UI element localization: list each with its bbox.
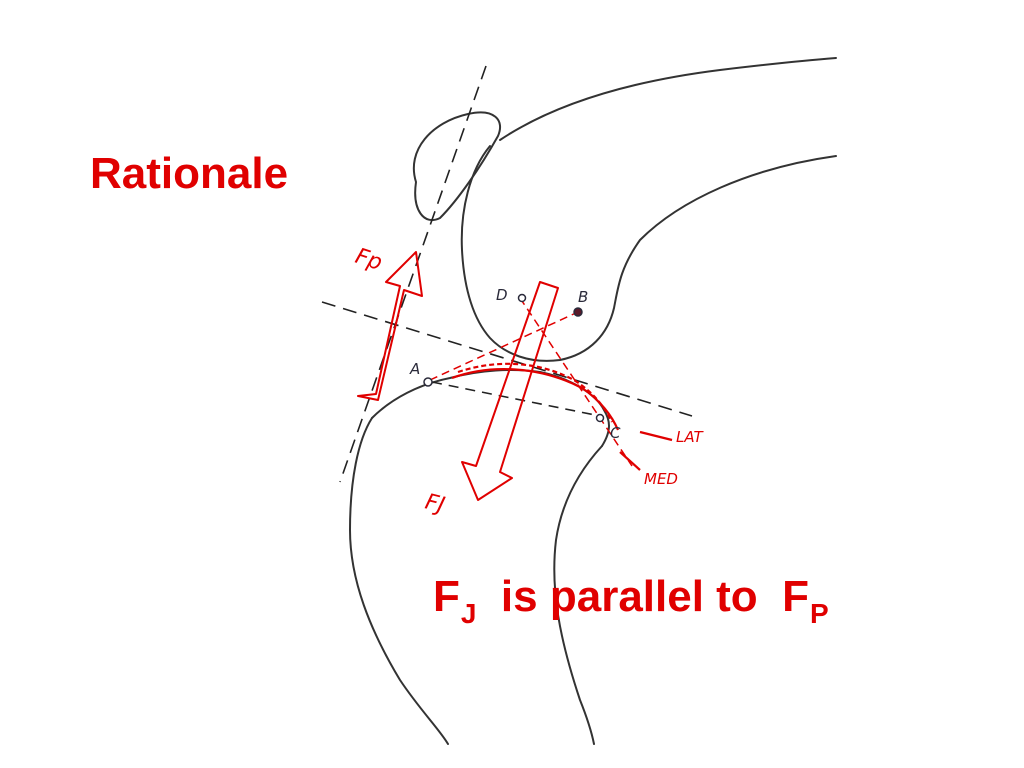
femur-upper-outline: [499, 57, 837, 141]
contact-surfaces: [451, 362, 673, 471]
anatomical-points: [423, 293, 605, 423]
label-med: MED: [644, 470, 678, 488]
fp-arrow: [357, 251, 423, 401]
fj-arrow: [461, 281, 559, 501]
conclusion-caption: FJ is parallel to FP: [433, 572, 829, 628]
label-lat: LAT: [676, 428, 705, 446]
tibia-plateau-outline: [371, 369, 610, 447]
lateral-surface: [451, 368, 620, 431]
medial-surface: [457, 362, 613, 423]
caption-middle: is parallel to: [500, 572, 758, 621]
point-b-marker: [573, 307, 583, 317]
label-fp: Fp: [352, 244, 385, 276]
patellar-tendon-line: [339, 65, 487, 483]
slide-title: Rationale: [90, 149, 289, 198]
point-c-marker: [595, 413, 605, 423]
femur-condyle-outline: [460, 145, 837, 362]
tibia-anterior-outline: [349, 417, 449, 745]
label-a: A: [409, 360, 420, 378]
caption-fp-main: F: [782, 572, 810, 621]
caption-fp-sub: P: [810, 598, 829, 629]
lat-leader: [639, 430, 673, 442]
guide-lines: [321, 65, 693, 483]
label-d: D: [496, 286, 508, 304]
patella-outline: [412, 111, 501, 221]
caption-fj-main: F: [433, 572, 460, 621]
point-d-marker: [517, 293, 527, 303]
line-d-med: [519, 297, 633, 467]
force-arrows: [357, 251, 559, 501]
tibia-posterior-outline: [553, 445, 603, 745]
caption-fj-sub: J: [460, 598, 477, 629]
construction-lines: [429, 297, 633, 467]
bone-sketch: [349, 57, 837, 745]
contact-line-ac: [431, 381, 601, 417]
label-c: C: [610, 424, 621, 442]
label-fj: FJ: [423, 490, 448, 519]
label-b: B: [578, 288, 588, 306]
line-a-b: [429, 311, 579, 381]
point-a-marker: [423, 377, 433, 387]
med-leader: [619, 451, 641, 471]
